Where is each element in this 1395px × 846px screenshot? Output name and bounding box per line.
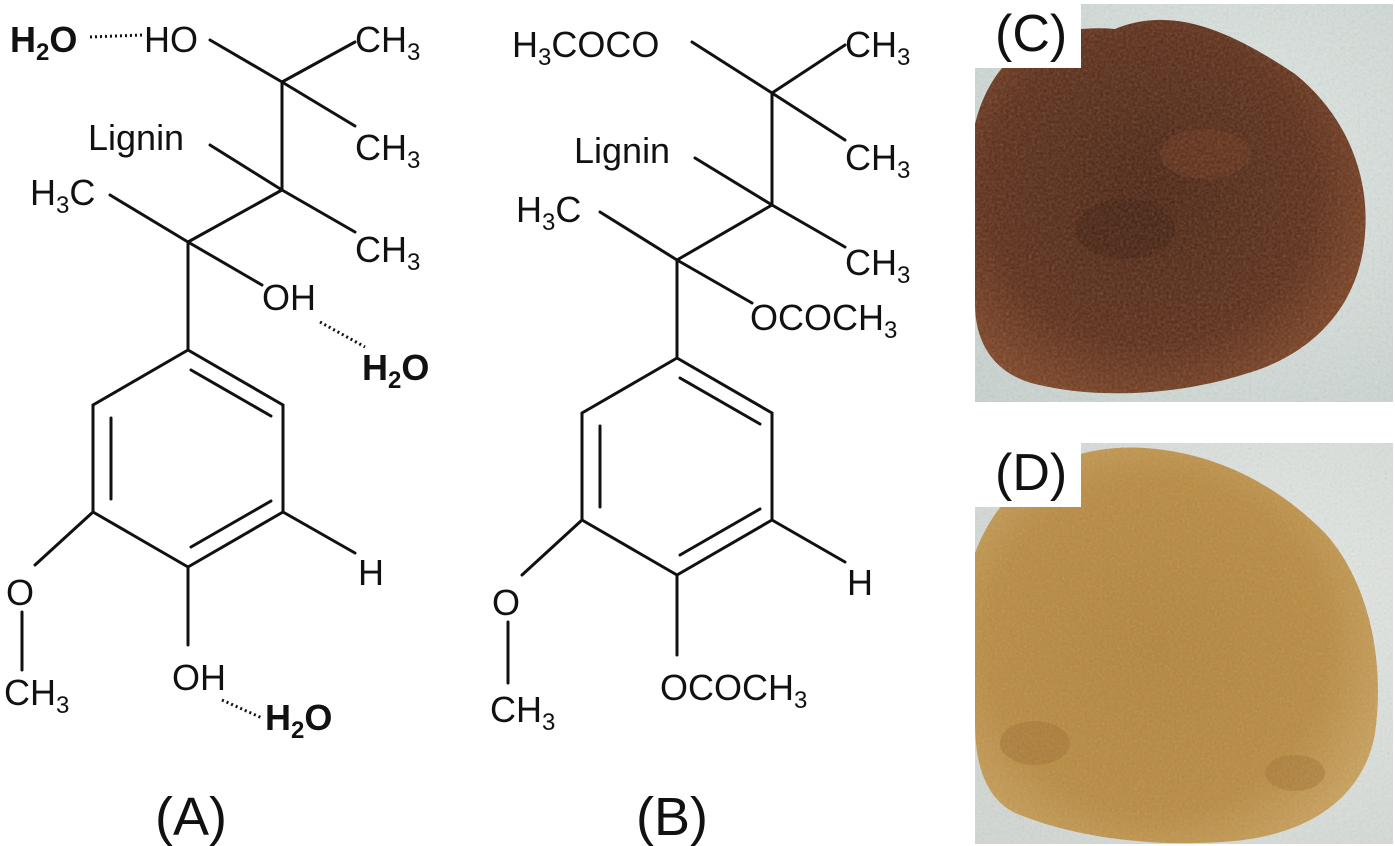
ring-b-bond-3 (675, 518, 774, 577)
bond-a-lignin-c2 (208, 143, 284, 192)
methyl-label-a-top-2: CH3 (355, 127, 420, 174)
photo-panel-c (975, 4, 1393, 402)
bond-b-h3c-c3 (598, 210, 679, 262)
water-label-a-bottom: H2O (265, 697, 332, 744)
hbond-a-top (89, 33, 143, 39)
bond-a-c3-oh (186, 240, 264, 287)
bond-a-c2-c3 (186, 188, 284, 244)
methyl-label-a-h3c: H3C (30, 172, 95, 219)
structure-b: H3COCO CH3 Lignin CH3 H3C CH3 OCOCH3 H O… (490, 24, 910, 846)
bond-b-lignin-c2 (693, 156, 774, 207)
acetoxy-label-b-bottom: OCOCH3 (660, 667, 807, 714)
bond-a-ho-c1 (208, 38, 284, 84)
hydroxyl-label-a-bottom: OH (172, 657, 226, 698)
bond-b-c1-ch3b (770, 91, 847, 142)
panel-label-d: (D) (975, 443, 1082, 507)
ring-b-bond-3-inner (678, 507, 762, 557)
ring-b-bond-6 (580, 356, 679, 415)
water-label-a-mid: H2O (362, 347, 429, 394)
hydrogen-label-a-ring: H (358, 552, 384, 593)
hydrogen-label-b-ring: H (847, 562, 873, 603)
methyl-label-b-h3c: H3C (516, 189, 581, 236)
panel-label-a: (A) (155, 787, 227, 846)
acetoxy-label-b-top: H3COCO (512, 24, 659, 71)
lignin-label-a: Lignin (88, 117, 184, 158)
bond-b-o-c1 (690, 40, 774, 95)
ring-a-bond-3 (186, 510, 285, 569)
bond-b-c2-ch3 (770, 203, 847, 249)
bond-a-c1-ch3a (280, 40, 357, 84)
ring-b-bond-1 (675, 356, 774, 415)
lignin-label-b: Lignin (574, 130, 670, 171)
acetoxy-label-b-mid: OCOCH3 (750, 297, 897, 344)
ring-a-bond-1 (186, 348, 285, 407)
bond-a-c2-ch3 (280, 188, 357, 234)
panel-label-b: (B) (636, 787, 708, 846)
hbond-a-bottom (221, 698, 263, 720)
water-label-a-top: H2O (10, 19, 77, 66)
hydroxyl-label-a-mid: OH (262, 277, 316, 318)
oxygen-label-b-methoxy: O (492, 582, 520, 623)
methyl-label-a-top-1: CH3 (355, 19, 420, 66)
bond-b-c2-c3 (675, 203, 774, 262)
ring-b-bond-4 (580, 518, 679, 577)
oxygen-label-a-methoxy: O (6, 572, 34, 613)
powder-photo-d (975, 443, 1393, 844)
bond-b-ring-h (770, 518, 847, 564)
powder-photo-c (975, 4, 1393, 402)
structure-a: H2O HO CH3 Lignin CH3 H3C CH3 OH H2O H O… (4, 19, 429, 846)
bond-a-c1-ch3b (280, 80, 357, 128)
hydroxyl-label-a-top: HO (144, 19, 198, 60)
methyl-label-b-top-2: CH3 (845, 137, 910, 184)
bond-a-ring-h (281, 510, 357, 555)
photo-panel-d (975, 443, 1393, 844)
ring-b-bond-1-inner (678, 376, 762, 426)
methyl-label-b-mid: CH3 (845, 242, 910, 289)
methyl-label-b-top-1: CH3 (845, 24, 910, 71)
ring-a-bond-1-inner (189, 368, 273, 418)
panel-label-c: (C) (975, 4, 1082, 68)
bond-b-c3-ococh3 (675, 258, 754, 305)
methyl-label-a-methoxy: CH3 (4, 672, 69, 719)
bond-b-c1-ch3a (770, 43, 847, 95)
ring-a-bond-3-inner (189, 499, 273, 549)
ring-a-bond-6 (91, 348, 190, 407)
bond-a-ring-o (33, 510, 95, 567)
bond-b-ring-o (520, 518, 584, 577)
methyl-label-a-mid: CH3 (355, 229, 420, 276)
hbond-a-mid (319, 320, 366, 349)
ring-a-bond-4 (91, 510, 190, 569)
bond-a-h3c-c3 (108, 193, 190, 244)
methyl-label-b-methoxy: CH3 (490, 689, 555, 736)
